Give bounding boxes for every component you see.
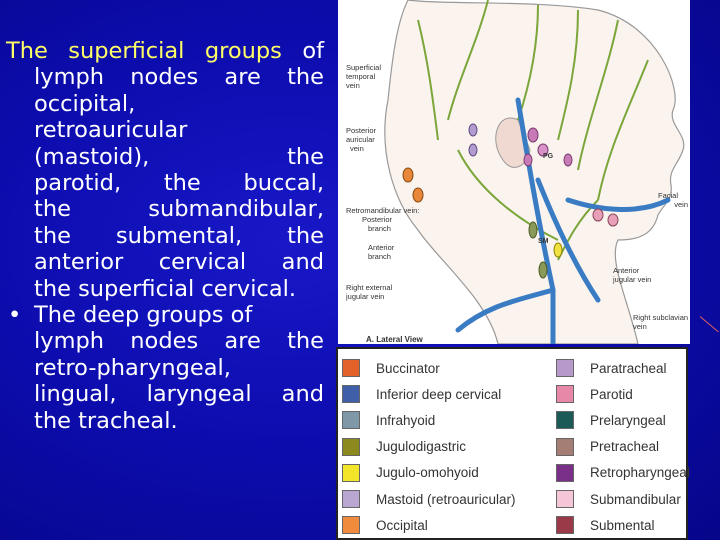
slide-text: The superficial groups of lymph nodes ar… <box>6 38 324 434</box>
legend-item: Jugulodigastric <box>342 436 466 458</box>
label-lateral-view: A. Lateral View <box>366 335 424 344</box>
p1-line1: of <box>302 38 324 64</box>
legend-item: Mastoid (retroauricular) <box>342 488 516 510</box>
p2-line5: the tracheal. <box>34 407 178 434</box>
legend-swatch <box>342 385 360 404</box>
legend-item: Submandibular <box>556 488 681 510</box>
p2-line4: lingual, laryngeal and <box>34 381 324 408</box>
legend-swatch <box>556 411 574 430</box>
diagram-labels: Superficial temporal vein Posterior auri… <box>345 63 688 344</box>
legend-swatch <box>556 490 574 508</box>
legend-swatch <box>556 516 574 535</box>
p1-line2: lymph nodes are the <box>34 64 324 91</box>
paragraph-deep: • The deep groups of lymph nodes are the… <box>6 302 324 434</box>
legend-label: Infrahyoid <box>376 412 436 428</box>
legend-swatch <box>342 463 360 482</box>
legend-item: Inferior deep cervical <box>342 383 501 405</box>
legend-label: Submental <box>590 517 655 533</box>
label-posterior-auricular-vein: Posterior <box>346 126 377 135</box>
label-p: PG <box>543 153 554 160</box>
legend-label: Buccinator <box>376 360 440 376</box>
legend-item: Occipital <box>342 514 428 536</box>
label-retromandibular-vein: Retromandibular vein: <box>346 206 419 215</box>
bullet-icon: • <box>8 302 22 329</box>
paragraph-superficial: The superficial groups of lymph nodes ar… <box>6 38 324 302</box>
legend-item: Submental <box>556 514 655 536</box>
legend-swatch <box>342 411 360 430</box>
svg-text:vein: vein <box>674 200 688 209</box>
legend-swatch <box>556 463 574 482</box>
legend-item: Retropharyngeal <box>556 462 690 484</box>
legend-swatch <box>342 437 360 456</box>
p2-line2: lymph nodes are the <box>34 328 324 355</box>
legend-label: Parotid <box>590 386 633 402</box>
svg-text:branch: branch <box>368 252 391 261</box>
p2-line1: The deep groups of <box>34 302 253 329</box>
legend-item: Jugulo-omohyoid <box>342 462 479 484</box>
head-neck-lymph-diagram: Superficial temporal vein Posterior auri… <box>345 0 688 347</box>
p1-line8: the submental, the <box>34 222 324 249</box>
label-sm: SM <box>538 238 549 245</box>
label-right-subclavian-vein: Right subclavian <box>633 313 688 322</box>
svg-text:jugular vein: jugular vein <box>612 275 651 284</box>
p1-line9: anterior cervical and <box>34 249 324 276</box>
lymph-nodes <box>402 123 619 279</box>
legend-label: Retropharyngeal <box>590 465 690 481</box>
svg-text:vein: vein <box>350 144 364 153</box>
svg-text:auricular: auricular <box>346 135 375 144</box>
legend-label: Jugulo-omohyoid <box>376 465 479 481</box>
legend-swatch <box>556 437 574 456</box>
svg-text:Anterior: Anterior <box>368 243 395 252</box>
p2-line3: retro-pharyngeal, <box>34 354 231 381</box>
legend-swatch <box>556 359 574 377</box>
legend-item: Paratracheal <box>556 357 667 379</box>
legend-label: Paratracheal <box>590 360 667 376</box>
svg-text:jugular vein: jugular vein <box>345 292 384 301</box>
p1-line5: (mastoid), the <box>34 143 324 170</box>
label-superficial-temporal-vein: Superficial <box>346 63 381 72</box>
legend-item: Pretracheal <box>556 436 659 458</box>
p1-line6: parotid, the buccal, <box>34 170 324 197</box>
label-right-external-jugular-vein: Right external <box>346 283 393 292</box>
head-outline <box>384 0 685 345</box>
legend-label: Submandibular <box>590 491 681 507</box>
legend-swatch <box>342 516 360 535</box>
svg-text:temporal: temporal <box>346 72 376 81</box>
p1-line10: the superficial cervical. <box>34 275 297 302</box>
p1-line7: the submandibular, <box>34 196 324 223</box>
legend-item: Parotid <box>556 383 633 405</box>
svg-text:vein: vein <box>633 322 647 331</box>
legend-item: Infrahyoid <box>342 409 435 431</box>
highlight-superficial-groups: The superficial groups <box>6 38 282 64</box>
legend-label: Mastoid (retroauricular) <box>376 491 516 507</box>
legend-item: Prelaryngeal <box>556 409 666 431</box>
svg-text:branch: branch <box>368 224 391 233</box>
p1-line3: occipital, <box>34 90 136 117</box>
legend-swatch <box>556 385 574 404</box>
legend-swatch <box>342 490 360 508</box>
legend-label: Prelaryngeal <box>590 412 666 428</box>
anatomy-illustration: Superficial temporal vein Posterior auri… <box>338 0 690 347</box>
legend-label: Occipital <box>376 517 428 533</box>
legend-item: Buccinator <box>342 357 440 379</box>
svg-text:Posterior: Posterior <box>362 215 393 224</box>
legend-label: Pretracheal <box>590 439 660 455</box>
p1-line4: retroauricular <box>34 117 188 144</box>
svg-text:vein: vein <box>346 81 360 90</box>
legend-swatch <box>342 359 360 377</box>
legend-label: Inferior deep cervical <box>376 386 502 402</box>
legend-label: Jugulodigastric <box>376 439 467 455</box>
veins <box>455 97 671 347</box>
label-anterior-jugular-vein: Anterior <box>613 266 640 275</box>
label-facial-vein: Facial <box>658 191 678 200</box>
